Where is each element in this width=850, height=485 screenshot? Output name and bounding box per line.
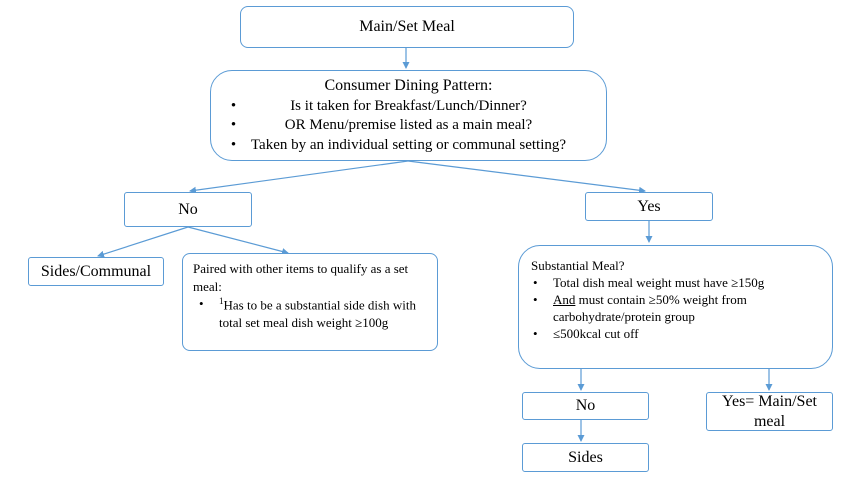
arrow-pattern-to-yes	[407, 160, 646, 194]
no-box-left: No	[124, 192, 252, 227]
arrow-no-to-paired	[187, 226, 289, 255]
main-set-meal-box: Main/Set Meal	[240, 6, 574, 48]
dining-pattern-bullets: Is it taken for Breakfast/Lunch/Dinner? …	[231, 97, 566, 156]
main-set-meal-label: Main/Set Meal	[359, 18, 455, 35]
substantial-bullet: ≤500kcal cut off	[533, 326, 820, 343]
yes-label: Yes	[637, 197, 661, 215]
dining-pattern-bullet: Taken by an individual setting or commun…	[231, 136, 566, 156]
paired-footnote-mark: 1	[219, 296, 224, 307]
yes-main-set-meal-box: Yes= Main/Set meal	[706, 392, 833, 431]
paired-box: Paired with other items to qualify as a …	[182, 253, 438, 351]
arrow-pattern-to-no	[189, 160, 409, 194]
sides-communal-label: Sides/Communal	[40, 262, 152, 280]
paired-bullet-text: Has to be a substantial side dish with t…	[219, 297, 416, 330]
yes-main-set-meal-label: Yes= Main/Set meal	[722, 393, 817, 430]
substantial-bullet: Total dish meal weight must have ≥150g	[533, 275, 820, 292]
paired-text: Paired with other items to qualify as a …	[193, 261, 409, 294]
dining-pattern-bullet: Is it taken for Breakfast/Lunch/Dinner?	[231, 97, 566, 117]
dining-pattern-bullet: OR Menu/premise listed as a main meal?	[231, 116, 566, 136]
substantial-bullet-and: And	[553, 291, 576, 307]
substantial-bullets: Total dish meal weight must have ≥150g A…	[531, 275, 820, 343]
dining-pattern-title: Consumer Dining Pattern:	[324, 76, 493, 94]
yes-box: Yes	[585, 192, 713, 221]
substantial-title: Substantial Meal?	[531, 258, 625, 273]
sides-communal-box: Sides/Communal	[28, 257, 164, 286]
substantial-bullet-rest: must contain ≥50% weight from carbohydra…	[553, 291, 747, 324]
no-label-left: No	[178, 200, 198, 218]
sides-box: Sides	[522, 443, 649, 472]
arrow-no-to-sides-communal	[97, 226, 189, 258]
no-label-bottom: No	[575, 397, 596, 414]
paired-bullets: 1Has to be a substantial side dish with …	[193, 295, 427, 331]
substantial-bullet: And must contain ≥50% weight from carboh…	[533, 291, 820, 326]
sides-label: Sides	[568, 448, 603, 466]
substantial-box: Substantial Meal? Total dish meal weight…	[518, 245, 833, 369]
paired-bullet: 1Has to be a substantial side dish with …	[199, 295, 427, 331]
dining-pattern-box: Consumer Dining Pattern: Is it taken for…	[210, 70, 607, 161]
no-box-bottom: No	[522, 392, 649, 420]
